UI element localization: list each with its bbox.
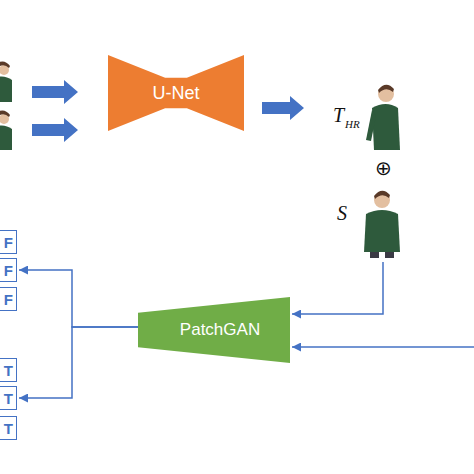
variable-label: S	[337, 202, 347, 225]
output-connector	[19, 327, 138, 398]
input-line	[292, 262, 383, 314]
output-letter: F	[4, 291, 13, 308]
output-letter: T	[4, 390, 13, 407]
fake-output-box: F	[0, 258, 17, 282]
output-letter: F	[4, 262, 13, 279]
output-letter: F	[4, 234, 13, 251]
output-letter: T	[4, 420, 13, 437]
input-person-image	[0, 61, 12, 102]
input-arrow	[32, 118, 78, 142]
block-label: PatchGAN	[180, 320, 260, 340]
true-output-box: T	[0, 358, 17, 382]
block-label: U-Net	[152, 83, 199, 104]
input-line	[292, 346, 474, 348]
patchgan-block: PatchGAN	[138, 297, 290, 363]
variable-label: T	[333, 104, 344, 127]
true-output-box: T	[0, 416, 17, 440]
person-image	[364, 191, 400, 258]
output-connector	[19, 270, 138, 327]
output-arrow	[262, 96, 304, 120]
concat-symbol: ⊕	[375, 156, 392, 180]
true-output-box: T	[0, 386, 17, 410]
fake-output-box: F	[0, 230, 17, 254]
input-person-image	[0, 110, 12, 150]
subscript-label: HR	[345, 118, 360, 130]
unet-block: U-Net	[108, 55, 244, 131]
fake-output-box: F	[0, 287, 17, 311]
input-arrow	[32, 80, 78, 104]
output-letter: T	[4, 362, 13, 379]
person-image	[366, 85, 400, 150]
